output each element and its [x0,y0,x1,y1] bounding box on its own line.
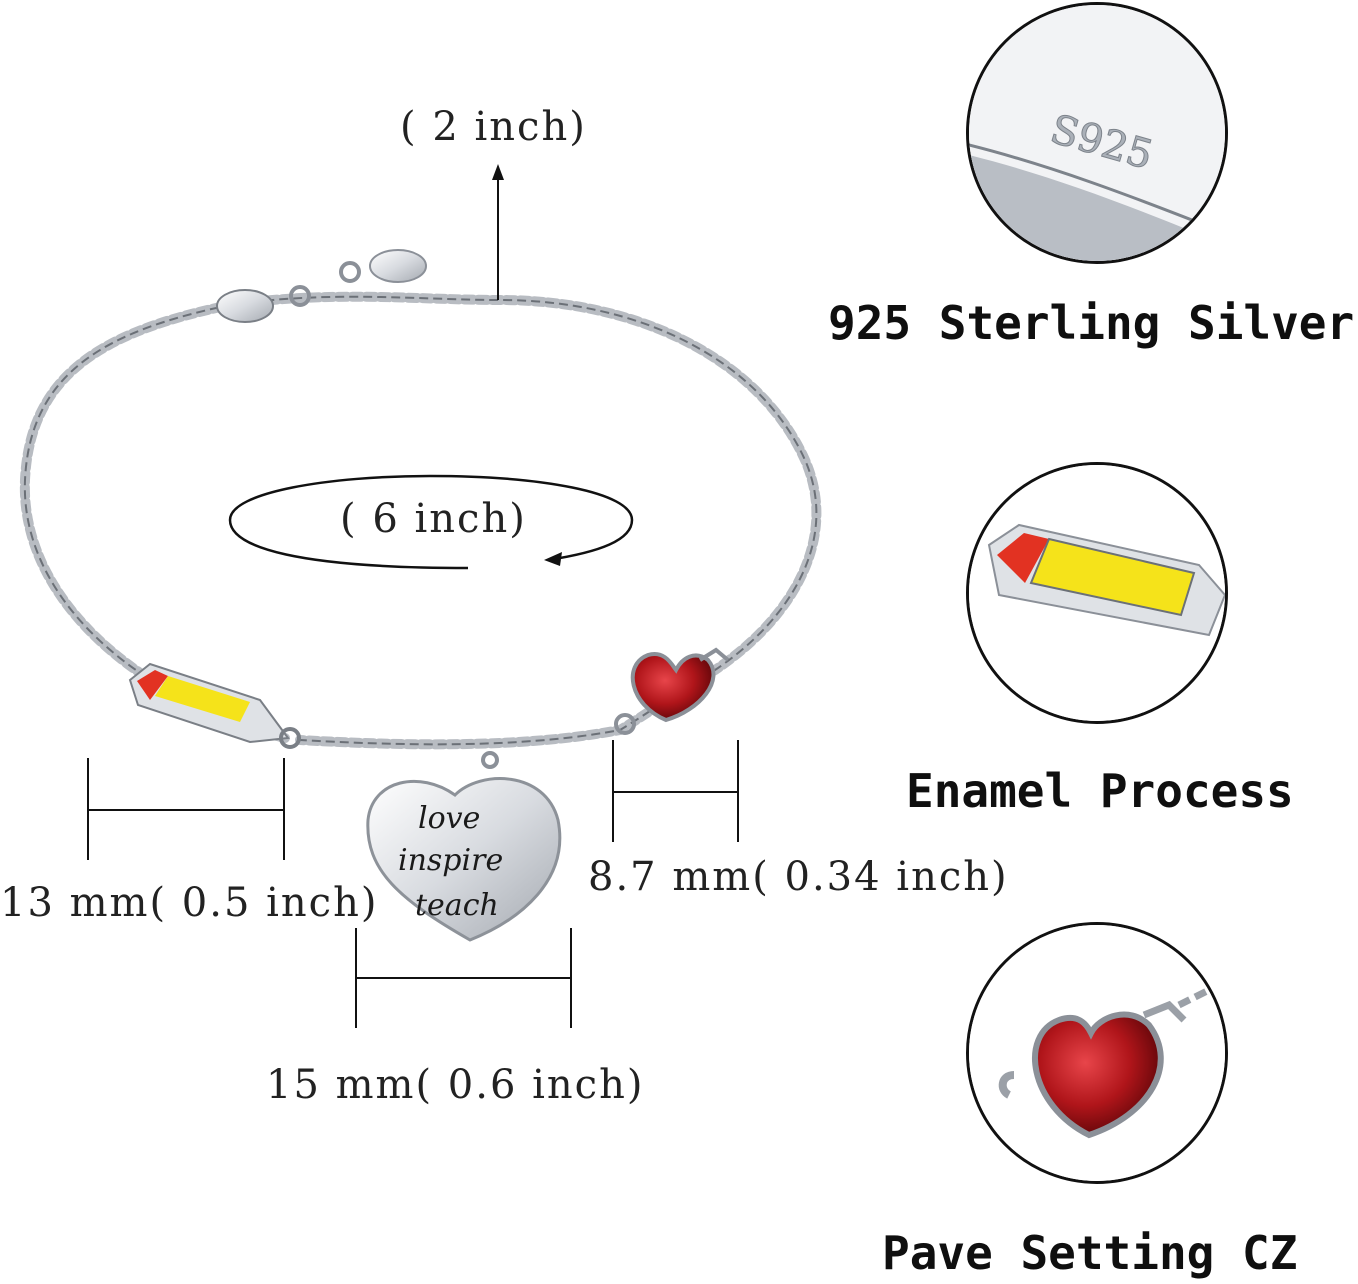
feature-pave-cz: Pave Setting CZ [882,1226,1298,1280]
heart-size-label: 15 mm( 0.6 inch) [266,1062,645,1108]
pencil-size-label: 13 mm( 0.5 inch) [0,880,379,926]
engraving-line-3: teach [415,888,499,923]
clasp [216,249,427,323]
feature-enamel: Enamel Process [906,764,1294,818]
heart-tag-charm: love inspire teach [366,751,562,942]
pencil-dimension [87,758,285,860]
heart-dimension [355,928,572,1028]
apple-size-label: 8.7 mm( 0.34 inch) [588,854,1009,900]
engraving-line-2: inspire [398,843,503,878]
length-label: ( 6 inch) [340,496,527,542]
feature-sterling-silver: 925 Sterling Silver [828,296,1355,350]
length-arrow [228,474,634,570]
silver-detail-zoom: S925 [966,2,1228,264]
cz-detail-zoom [966,922,1228,1184]
extension-label: ( 2 inch) [400,104,587,150]
enamel-detail-zoom [966,462,1228,724]
engraving-line-1: love [418,801,480,836]
apple-charm [614,647,730,735]
pencil-charm [128,662,301,749]
apple-dimension [612,740,739,842]
